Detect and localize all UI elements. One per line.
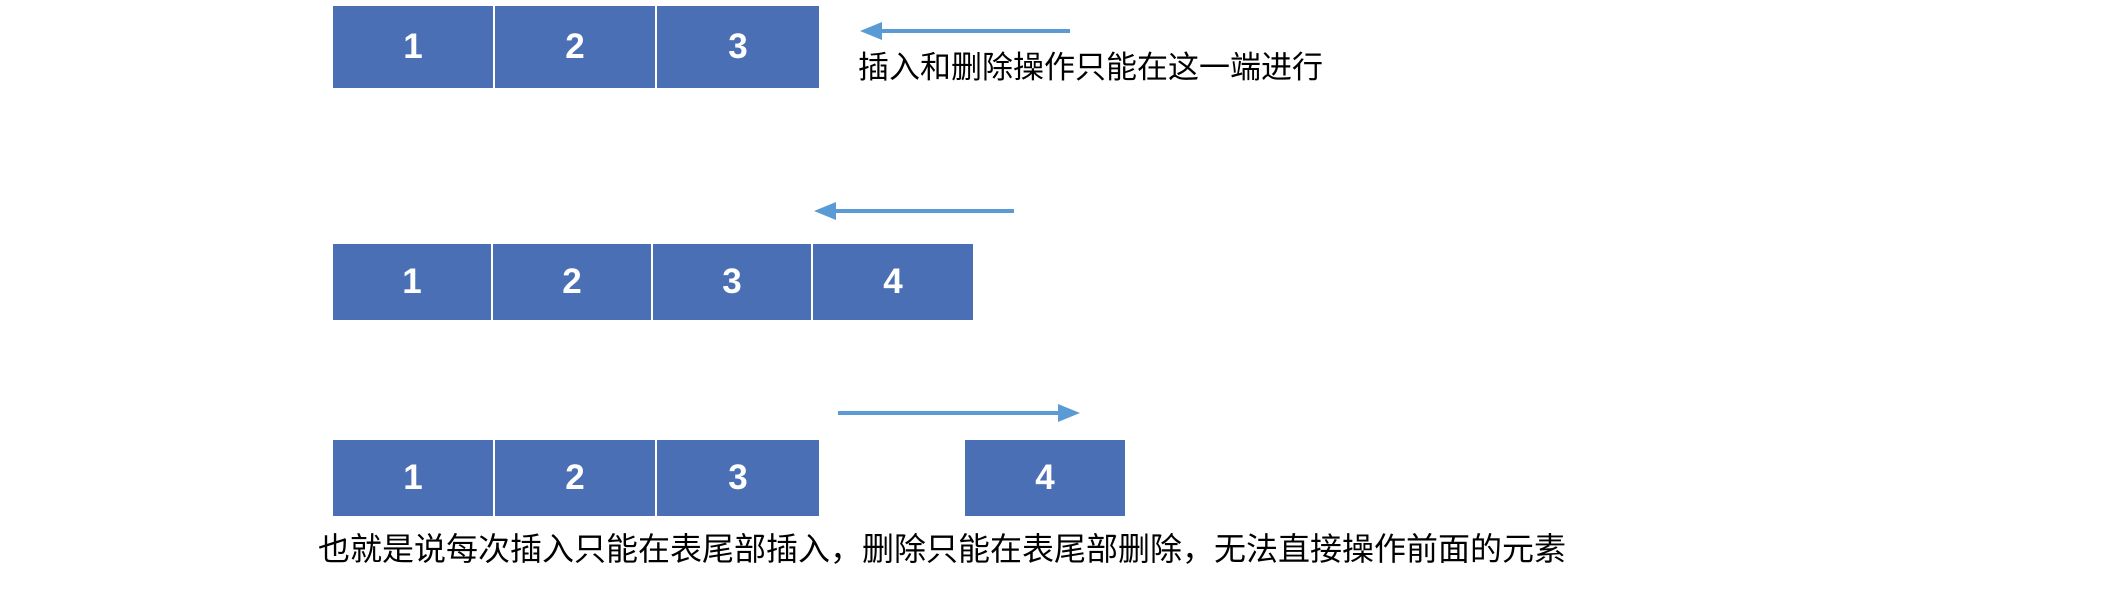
arrow-left-row2 [812, 198, 1014, 224]
stack-cell: 1 [333, 6, 495, 88]
stack-cell: 3 [657, 440, 819, 516]
arrow-left-row1 [858, 18, 1070, 44]
stack-cell: 1 [333, 440, 495, 516]
stack-cell: 3 [653, 244, 813, 320]
caption-footer: 也就是说每次插入只能在表尾部插入，删除只能在表尾部删除，无法直接操作前面的元素 [318, 530, 1567, 568]
stack-cell: 2 [493, 244, 653, 320]
caption-row-1: 插入和删除操作只能在这一端进行 [858, 50, 1323, 86]
stack-row-2: 1 2 3 4 [333, 244, 973, 320]
stack-cell: 4 [813, 244, 973, 320]
stack-cell: 2 [495, 440, 657, 516]
stack-cell: 2 [495, 6, 657, 88]
stack-row-1: 1 2 3 [333, 6, 819, 88]
arrow-right-row3 [838, 400, 1082, 426]
stack-cell: 3 [657, 6, 819, 88]
stack-row-3: 1 2 3 [333, 440, 819, 516]
stack-cell: 1 [333, 244, 493, 320]
detached-stack-cell: 4 [965, 440, 1125, 516]
